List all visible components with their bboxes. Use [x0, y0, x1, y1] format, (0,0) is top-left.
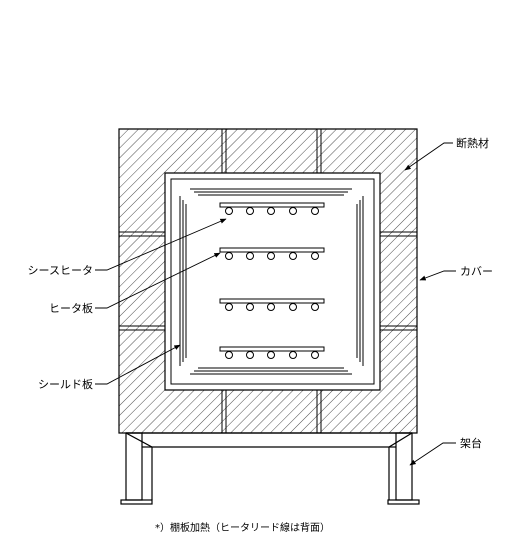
heater-plate-2: [219, 247, 325, 260]
leader-lines: [95, 142, 456, 466]
label-frame: 架台: [460, 436, 482, 450]
insulation-wall: [118, 128, 418, 434]
label-insulation: 断熱材: [456, 136, 489, 150]
diagram-caption: *）棚板加熱（ヒータリード線は背面）: [155, 521, 330, 534]
label-sheath-heater: シースヒータ: [28, 264, 93, 277]
label-shield-plate: シールド板: [38, 377, 93, 391]
shield-plates: [179, 188, 364, 375]
heater-plate-1: [219, 202, 325, 215]
label-cover: カバー: [460, 265, 493, 278]
heater-plate-4: [219, 346, 325, 359]
heater-plate-3: [219, 298, 325, 311]
insulation-block-joints: [119, 129, 417, 433]
inner-shell: [170, 178, 375, 385]
support-frame: [120, 432, 420, 505]
label-heater-plate: ヒータ板: [49, 301, 93, 315]
